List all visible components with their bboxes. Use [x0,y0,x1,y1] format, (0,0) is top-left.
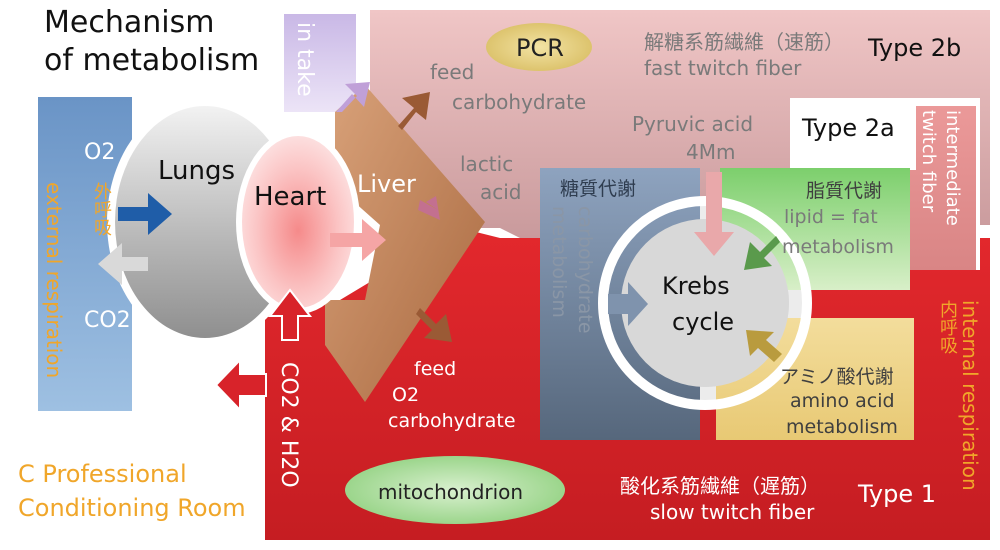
feed-bottom-1: feed [414,358,457,380]
heart-liver-arrow [330,219,386,261]
amino-en1: amino acid [790,390,895,412]
pyruvic-2: 4Mm [686,140,736,164]
feed-bottom-2: O2 [392,384,420,406]
feed-down-arrow [416,308,452,342]
feed-bottom-3: carbohydrate [388,410,516,432]
type1-en: slow twitch fiber [650,500,815,524]
amino-jp: アミノ酸代謝 [780,366,894,388]
lipid-en1: lipid = fat [784,206,878,228]
heart-label: Heart [254,182,327,212]
liver-shape [325,85,485,402]
intake-box [284,14,356,112]
lactic-1: lactic [460,152,514,176]
type1-jp: 酸化系筋繊維（遅筋） [620,474,820,498]
pyruvic-1: Pyruvic acid [632,112,754,136]
diagram-title: Mechanism of metabolism [44,4,259,80]
o2-arrow [118,193,172,235]
carb-krebs-arrow [608,282,648,326]
amino-krebs-arrow [746,330,782,362]
krebs-1: Krebs [662,272,730,300]
co2-up-arrow [267,288,313,341]
type2a-en1: intermediate [942,110,963,226]
pcr-label: PCR [516,34,564,62]
mito-oval [345,456,565,524]
co2h2o-label: CO2 & H2O [276,362,301,488]
carb-en1: carbohydrate [574,206,596,334]
type1-label: Type 1 [858,480,937,508]
title-line2: of metabolism [44,43,260,78]
lungs-label: Lungs [158,156,236,186]
type2a-en2: twitch fiber [918,110,939,213]
heart-shape [242,136,354,308]
type2a-label: Type 2a [802,114,895,142]
lactic-arrow [418,196,440,220]
external-en-label: external respiration [42,182,66,379]
type2b-label: Type 2b [868,34,962,62]
title-line1: Mechanism [44,5,215,40]
credit-line2: Conditioning Room [18,494,246,522]
pyruvic-arrow [694,172,734,256]
type2b-en: fast twitch fiber [644,56,802,80]
krebs-2: cycle [672,308,735,336]
o2-label: O2 [84,140,116,165]
lipid-en2: metabolism [782,236,894,258]
type2a-jp: 中間繊維 [812,148,884,169]
type2a-label-box [798,106,916,170]
feed-top-1: feed [430,60,475,84]
feed-up-arrow [398,92,430,130]
feed-top-2: carbohydrate [452,90,587,114]
mito-label: mitochondrion [378,480,524,504]
internal-en: internal respiration [958,300,982,491]
lactic-2: acid [480,180,522,204]
co2-label: CO2 [84,308,131,333]
co2-out-arrow [214,357,267,413]
krebs-gap [598,196,812,410]
amino-en2: metabolism [786,416,898,438]
intake-arrow [336,82,370,112]
type2b-jp: 解糖系筋繊維（速筋） [644,30,844,54]
lipid-krebs-arrow [744,236,780,270]
external-jp-label: 外呼吸 [91,182,112,236]
pcr-oval [486,23,592,71]
credit-line1: C Professional [18,460,187,488]
carb-jp: 糖質代謝 [560,178,637,200]
co2-arrow [98,243,148,285]
lipid-jp: 脂質代謝 [806,180,883,202]
liver-label: Liver [357,170,416,198]
intake-label: in take [292,22,317,97]
carb-en2: metabolism [548,206,570,318]
internal-jp: 内呼吸 [937,300,958,354]
